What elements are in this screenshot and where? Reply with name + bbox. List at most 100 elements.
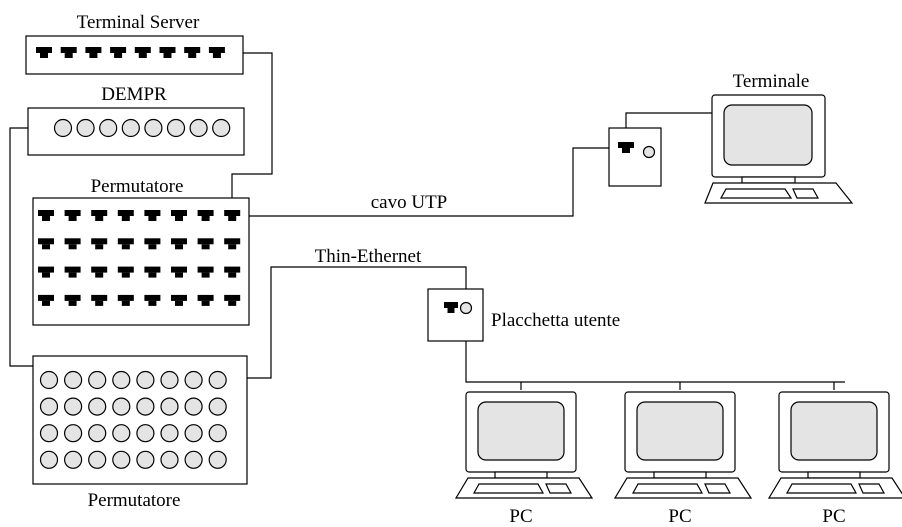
bnc-panel-port	[112, 450, 131, 469]
terminale-label: Terminale	[733, 71, 810, 92]
pc-computer	[767, 391, 902, 499]
wire-terminal-server-to-rj45-panel	[231, 52, 273, 214]
rj45-panel-port	[171, 294, 187, 306]
rj45-panel-port	[91, 238, 108, 250]
bnc-panel-port	[208, 397, 227, 416]
rj45-panel-port	[117, 210, 134, 221]
permutatore-bottom-label: Permutatore	[88, 490, 181, 511]
rj45-panel-port	[91, 266, 108, 278]
bnc-panel-port	[184, 370, 203, 390]
terminal-server-port	[134, 47, 151, 58]
terminal-server-port	[159, 47, 176, 58]
dempr-bnc-connector	[189, 118, 208, 138]
rj45-panel-port	[64, 210, 81, 221]
pc-base	[494, 471, 548, 479]
dempr-bnc-connector	[212, 118, 231, 138]
bnc-panel-port	[39, 370, 59, 390]
terminal-server-ports	[36, 47, 225, 58]
dempr-label: DEMPR	[101, 84, 167, 105]
rj45-panel-port	[171, 266, 187, 278]
wire-utp-to-wall-jack	[240, 147, 626, 217]
pc-keyboard-pad	[858, 483, 886, 494]
bnc-panel-port	[184, 424, 203, 443]
rj45-panel-port	[38, 238, 54, 250]
dempr-bnc-connectors	[53, 118, 231, 138]
pc-computer	[613, 391, 753, 499]
bnc-panel-port	[112, 397, 131, 416]
bnc-panel-port	[39, 450, 59, 469]
user-plate-box	[427, 288, 484, 342]
bnc-patch-panel-ports	[39, 370, 227, 469]
rj45-panel-port	[117, 238, 134, 250]
rj45-panel-port	[171, 210, 187, 221]
rj45-panel-port	[91, 210, 108, 221]
rj45-panel-port	[117, 266, 134, 278]
bnc-panel-port	[208, 370, 227, 390]
terminal-base	[741, 176, 796, 184]
bnc-panel-port	[160, 450, 179, 469]
pc-screen	[790, 401, 878, 461]
bnc-panel-port	[184, 397, 203, 416]
rj45-panel-port	[197, 294, 214, 306]
rj45-panel-port	[64, 238, 81, 250]
bnc-panel-port	[136, 370, 155, 390]
terminal-wall-jack-bnc	[642, 145, 656, 159]
rj45-panel-port	[224, 294, 241, 306]
pc-3-label: PC	[822, 506, 845, 527]
pc-screen	[636, 401, 724, 461]
bnc-panel-port	[184, 450, 203, 469]
user-plate-rj45	[444, 302, 458, 313]
rj45-panel-port	[38, 266, 54, 278]
bnc-panel-port	[112, 370, 131, 390]
bnc-panel-port	[39, 397, 59, 416]
rj45-panel-port	[38, 210, 54, 221]
rj45-panel-port	[91, 294, 108, 306]
rj45-panel-port	[144, 238, 161, 250]
terminal-wall-jack-box	[608, 127, 662, 187]
rj45-patch-panel-ports	[38, 210, 241, 306]
bnc-panel-port	[136, 397, 155, 416]
rj45-panel-port	[171, 238, 187, 250]
dempr-bnc-connector	[99, 118, 118, 138]
bnc-panel-port	[63, 370, 83, 390]
pc-keyboard-keys	[631, 483, 704, 494]
rj45-panel-port	[197, 210, 214, 221]
wire-thin-ethernet	[230, 266, 467, 379]
placchetta-utente-label: Placchetta utente	[491, 310, 620, 331]
bnc-panel-port	[63, 424, 83, 443]
pc-screen	[477, 401, 565, 461]
dempr-bnc-connector	[76, 118, 95, 138]
pc-group	[454, 391, 902, 499]
rj45-patch-panel-box	[32, 197, 250, 326]
pc-keyboard-pad	[545, 483, 573, 494]
bnc-panel-port	[208, 424, 227, 443]
pc-2-label: PC	[668, 506, 691, 527]
bnc-panel-port	[160, 424, 179, 443]
rj45-panel-port	[197, 238, 214, 250]
pc-base	[807, 471, 861, 479]
dempr-bnc-connector	[121, 118, 140, 138]
pc-computer	[454, 391, 594, 499]
bnc-panel-port	[160, 370, 179, 390]
rj45-panel-port	[38, 294, 54, 306]
bnc-panel-port	[88, 450, 107, 469]
rj45-panel-port	[224, 210, 241, 221]
permutatore-top-label: Permutatore	[91, 176, 184, 197]
terminal-wall-jack-rj45	[618, 142, 634, 153]
pc-keyboard-pad	[704, 483, 732, 494]
dempr-bnc-connector	[144, 118, 163, 138]
pc-base	[653, 471, 707, 479]
terminal-server-port	[85, 47, 102, 58]
pc-keyboard-keys	[785, 483, 858, 494]
rj45-panel-port	[144, 294, 161, 306]
bnc-panel-port	[88, 424, 107, 443]
rj45-panel-port	[117, 294, 134, 306]
dempr-bnc-connector	[53, 118, 73, 138]
terminal-keyboard-keys	[719, 188, 793, 199]
bnc-panel-port	[136, 450, 155, 469]
pc-1-label: PC	[509, 506, 532, 527]
bnc-panel-port	[63, 397, 83, 416]
bnc-panel-port	[39, 424, 59, 443]
